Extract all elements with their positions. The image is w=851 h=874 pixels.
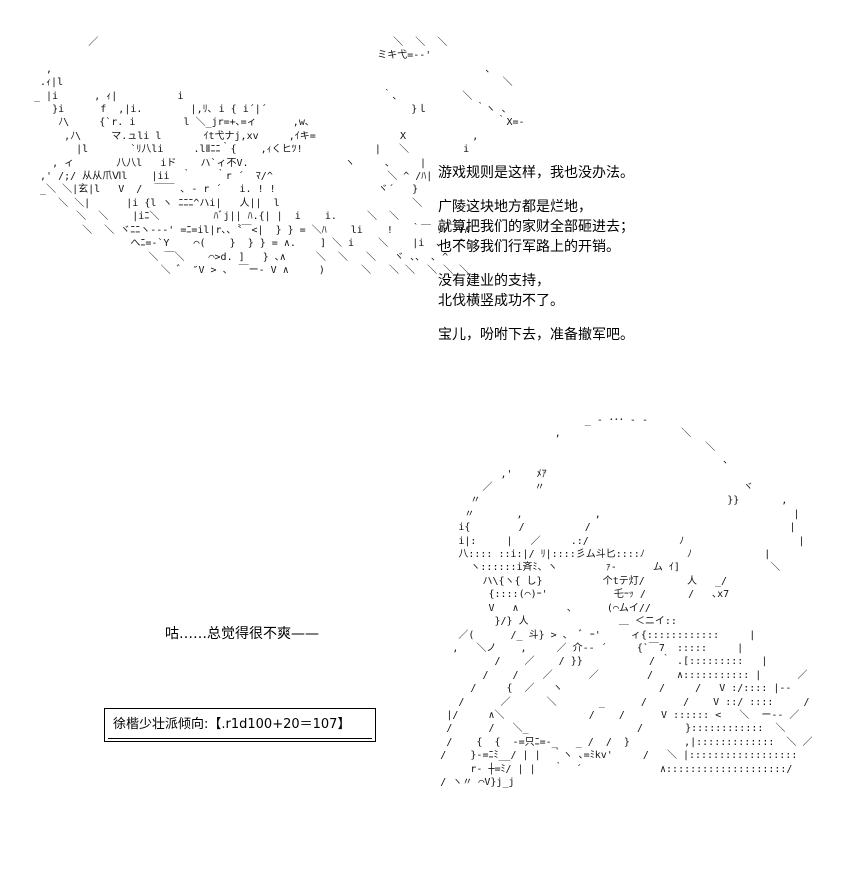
ascii-art-figure-bottom: _ - ･･･ - - , ＼ ＼ ､ — [440, 415, 813, 788]
dialogue-line: 北伐横竖成功不了。 — [438, 293, 564, 309]
ascii-art-figure-top: ／ ＼ ＼ ＼ ミキ弋=-‐' , — [34, 37, 525, 276]
dialogue-line: 宝儿，吩咐下去，准备撤军吧。 — [438, 327, 634, 343]
dice-roll-label: 徐楷少壮派倾向:【.r1d100+20＝107】 — [113, 717, 351, 732]
dialogue-bottom: 咕……总觉得很不爽—— — [165, 626, 319, 642]
dialogue-top: 游戏规则是这样，我也没办法。 广陵这块地方都是烂地， 就算把我们的家财全部砸进去… — [438, 163, 634, 345]
dialogue-line: 广陵这块地方都是烂地， — [438, 199, 592, 215]
dialogue-line: 就算把我们的家财全部砸进去； — [438, 219, 634, 235]
box-underline — [108, 738, 372, 739]
dice-roll-box: 徐楷少壮派倾向:【.r1d100+20＝107】 — [104, 708, 376, 742]
dialogue-line: 没有建业的支持， — [438, 273, 550, 289]
dialogue-line: 游戏规则是这样，我也没办法。 — [438, 165, 634, 181]
dialogue-line: 也不够我们行军路上的开销。 — [438, 239, 620, 255]
